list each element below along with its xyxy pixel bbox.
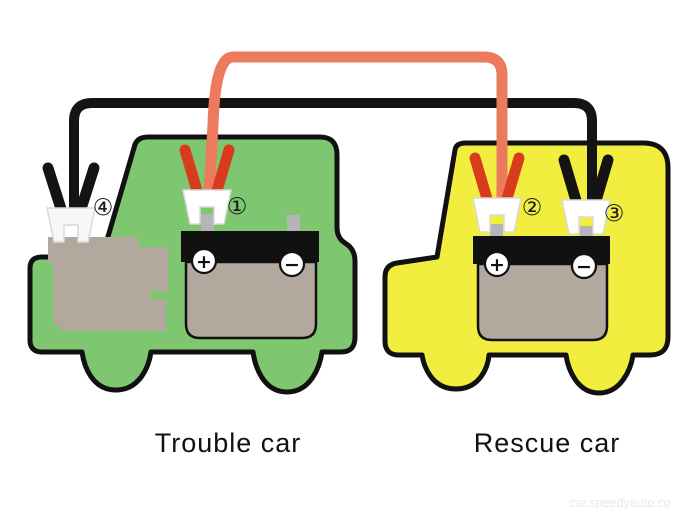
trouble-battery: + − bbox=[181, 214, 319, 340]
rescue-battery-case bbox=[476, 262, 609, 342]
negative-symbol: − bbox=[576, 256, 592, 278]
rescue-car-label: Rescue car bbox=[474, 428, 621, 458]
negative-terminal bbox=[278, 250, 306, 278]
positive-terminal bbox=[190, 247, 218, 275]
negative-symbol: − bbox=[284, 254, 300, 276]
trouble-car-label: Trouble car bbox=[155, 428, 302, 458]
clamp-handle-right bbox=[589, 154, 614, 210]
clamp-handle-right bbox=[210, 144, 235, 200]
clamp-jaw bbox=[472, 197, 522, 233]
battery-post-negative bbox=[287, 215, 300, 232]
clamp-1-red-trouble-positive bbox=[179, 144, 235, 225]
battery-post-negative bbox=[580, 226, 593, 238]
clamp-handle-left bbox=[558, 154, 583, 210]
clamp-4-black-trouble-ground bbox=[42, 162, 100, 243]
trouble-car: + − bbox=[27, 134, 358, 395]
clamp-handle-left bbox=[469, 152, 494, 208]
clamp-jaw bbox=[182, 189, 232, 225]
battery-post-positive bbox=[490, 224, 503, 237]
step-label-4: ④ bbox=[93, 195, 114, 221]
step-label-2: ② bbox=[522, 195, 543, 221]
positive-terminal bbox=[483, 250, 511, 278]
battery-post-positive bbox=[201, 214, 214, 232]
step-label-1: ① bbox=[227, 194, 248, 220]
clamp-jaw bbox=[46, 207, 96, 243]
red-jumper-cable bbox=[203, 51, 508, 202]
clamp-handle-left bbox=[42, 162, 68, 218]
positive-symbol: + bbox=[196, 251, 212, 273]
black-jumper-cable bbox=[69, 98, 597, 212]
step-label-3: ③ bbox=[604, 201, 625, 227]
negative-terminal bbox=[570, 252, 598, 280]
clamp-handle-left bbox=[179, 144, 204, 200]
clamp-jaw bbox=[561, 199, 611, 235]
engine-block bbox=[48, 237, 168, 331]
trouble-battery-case bbox=[184, 260, 318, 340]
watermark: car.speedyauto.co bbox=[569, 496, 671, 510]
clamp-2-red-rescue-positive bbox=[469, 152, 525, 233]
positive-symbol: + bbox=[489, 254, 505, 276]
rescue-battery: + − bbox=[473, 224, 610, 342]
clamp-handle-right bbox=[500, 152, 525, 208]
clamp-handle-right bbox=[74, 162, 100, 218]
clamp-3-black-rescue-negative bbox=[558, 154, 614, 235]
